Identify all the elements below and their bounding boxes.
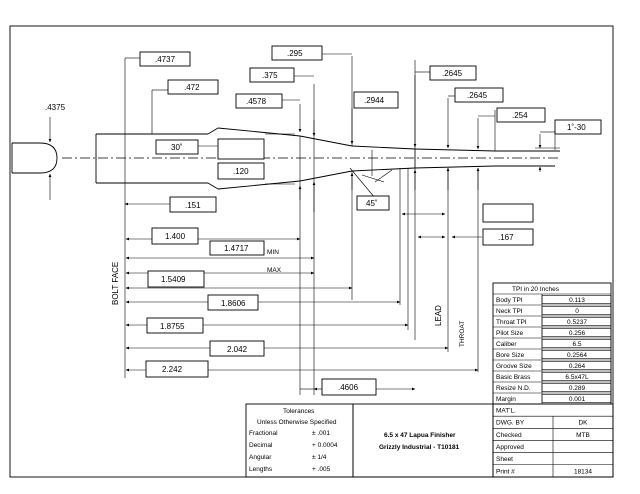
reamer-profile <box>11 127 560 190</box>
dim-min-label: MIN <box>267 249 279 256</box>
dim-max-label: MAX <box>267 267 282 274</box>
dim-18755: 1.8755 <box>160 322 185 331</box>
title-block-label: Checked <box>496 432 522 439</box>
title-block-value: MTB <box>576 432 590 439</box>
dim-diameter-4375: .4375 <box>45 103 66 112</box>
label-throat: THROAT <box>459 321 466 347</box>
title-block-label: MAT'L. <box>496 408 516 415</box>
tpi-row-label: Bore Size <box>496 352 525 359</box>
dim-2645-lower: .2645 <box>467 91 488 100</box>
title-block-label: Sheet <box>496 456 513 463</box>
dim-angle-1deg30: 1˚-30 <box>567 123 586 132</box>
dim-angle-30deg: 30˚ <box>171 143 183 152</box>
tpi-row-label: Throat TPI <box>496 319 527 326</box>
dim-angle-45deg: 45˚ <box>366 199 378 208</box>
tpi-row-value: 0.2564 <box>567 352 587 359</box>
tolerance-subtitle: Unless Otherwise Specified <box>257 419 337 426</box>
tpi-row-value: 0 <box>575 308 579 315</box>
tolerance-block: Tolerances Unless Otherwise Specified Fr… <box>245 403 354 478</box>
shank-end <box>12 142 58 174</box>
dim-254: .254 <box>512 111 528 120</box>
tolerance-row-label: Angular <box>249 454 272 461</box>
dim-14717: 1.4717 <box>224 244 249 253</box>
title-block-rows: MAT'L. DWG. BY DK Checked MTB ApprovedSheetPr… <box>493 408 613 475</box>
tolerance-row-value: + 0.0004 <box>312 442 338 449</box>
tolerance-row-value: + .005 <box>312 466 331 473</box>
title-block-value: DK <box>578 420 588 427</box>
dim-120: .120 <box>233 167 249 176</box>
dim-295: .295 <box>287 49 303 58</box>
title-block-label: Approved <box>496 444 524 451</box>
dim-18606: 1.8606 <box>221 299 246 308</box>
title-block-label: DWG. BY <box>496 420 525 427</box>
label-lead: LEAD <box>434 305 443 326</box>
dim-2042: 2.042 <box>227 345 248 354</box>
tpi-row-label: Margin <box>496 396 516 403</box>
tpi-row-value: 0.289 <box>569 385 586 392</box>
drawing-subtitle: Grizzly Industrial - T10181 <box>379 444 460 451</box>
tpi-row-value: 0.001 <box>569 396 586 403</box>
tolerance-row-value: ± .001 <box>312 430 330 437</box>
blank-callout-box <box>217 138 265 160</box>
dim-2242: 2.242 <box>162 365 183 374</box>
dimension-callouts: .4375 .4737 .472 .295 .375 .4578 .2944 .… <box>45 45 602 396</box>
blank-throat-box <box>482 203 534 223</box>
tpi-row-value: 0.113 <box>569 297 585 304</box>
tpi-table-title: TPI in 20 Inches <box>512 286 560 293</box>
dim-375: .375 <box>262 71 278 80</box>
title-block-label: Print # <box>496 468 515 475</box>
dim-1400: 1.400 <box>165 232 186 241</box>
tpi-row-label: Resize N.D. <box>496 385 531 392</box>
label-bolt-face: BOLT FACE <box>111 262 120 305</box>
title-block: 6.5 x 47 Lapua Finisher Grizzly Industri… <box>352 403 614 478</box>
tpi-row-value: 6.5 <box>572 341 581 348</box>
tpi-row-label: Basic Brass <box>496 374 531 381</box>
tpi-row-label: Groove Size <box>496 363 532 370</box>
tpi-row-label: Pilot Size <box>496 330 523 337</box>
drawing-title: 6.5 x 47 Lapua Finisher <box>384 432 456 439</box>
dim-4606: .4606 <box>338 383 359 392</box>
tolerance-row-label: Decimal <box>249 442 273 449</box>
dim-2944: .2944 <box>364 96 385 105</box>
dim-4578: .4578 <box>246 97 267 106</box>
tolerance-title: Tolerances <box>283 408 315 415</box>
tolerance-row-label: Fractional <box>249 430 278 437</box>
tpi-row-value: 6.5x47L <box>565 374 589 381</box>
dim-2645-upper: .2645 <box>442 69 463 78</box>
dim-4737: .4737 <box>155 55 176 64</box>
tpi-row-value: 0.264 <box>569 363 586 370</box>
dim-167: .167 <box>498 233 514 242</box>
tpi-row-label: Body TPI <box>496 297 523 304</box>
tolerance-row-value: ± 1/4 <box>312 454 327 461</box>
title-block-value: 18134 <box>574 468 592 475</box>
tolerance-row-label: Lengths <box>249 466 273 473</box>
dim-151: .151 <box>185 201 201 210</box>
tpi-row-value: 0.5237 <box>567 319 587 326</box>
tpi-row-value: 0.256 <box>569 330 586 337</box>
dim-472: .472 <box>184 83 200 92</box>
extension-lines <box>124 56 556 395</box>
tpi-row-label: Caliber <box>496 341 517 348</box>
leader-arrows <box>48 75 542 212</box>
tpi-row-label: Neck TPI <box>496 308 523 315</box>
dim-15409: 1.5409 <box>161 275 186 284</box>
